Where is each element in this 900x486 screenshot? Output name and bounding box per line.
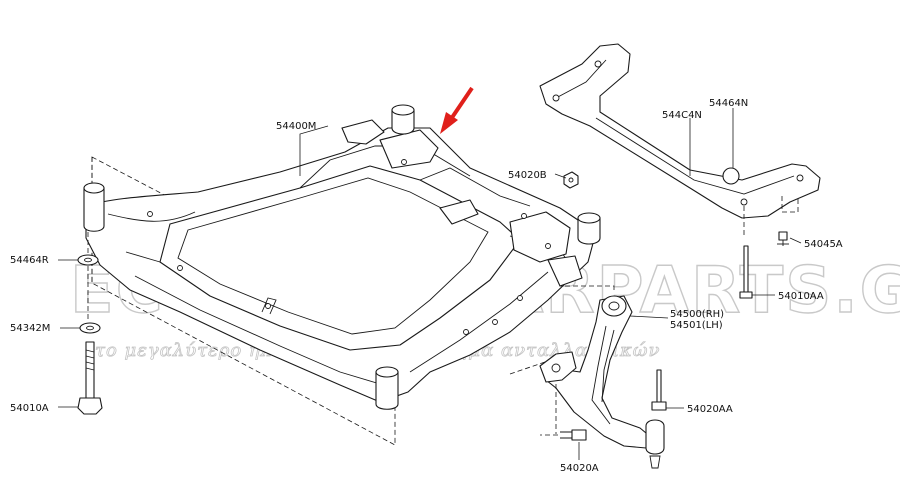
label-54045A: 54045A <box>804 239 843 250</box>
suspension-member-54400M <box>83 104 601 446</box>
hardware <box>77 171 789 441</box>
label-54020B: 54020B <box>508 170 547 181</box>
label-54010AA: 54010AA <box>778 291 824 302</box>
label-54342M: 54342M <box>10 323 50 334</box>
highlight-arrow <box>440 86 474 134</box>
label-54020AA: 54020AA <box>687 404 733 415</box>
label-54464N: 54464N <box>709 98 748 109</box>
label-54464R: 54464R <box>10 255 49 266</box>
label-54010A: 54010A <box>10 403 49 414</box>
label-54500-rh: 54500(RH) <box>670 309 724 320</box>
label-544C4N: 544C4N <box>662 110 702 121</box>
label-54020A: 54020A <box>560 463 599 474</box>
label-54400M: 54400M <box>276 121 316 132</box>
part-labels: 54400M 54464N 544C4N 54020B 54045A 54464… <box>10 98 843 474</box>
leader-lines <box>58 108 802 460</box>
label-54501-lh: 54501(LH) <box>670 320 723 331</box>
stay-544C4N <box>539 43 821 238</box>
transverse-link-54500 <box>539 285 665 469</box>
